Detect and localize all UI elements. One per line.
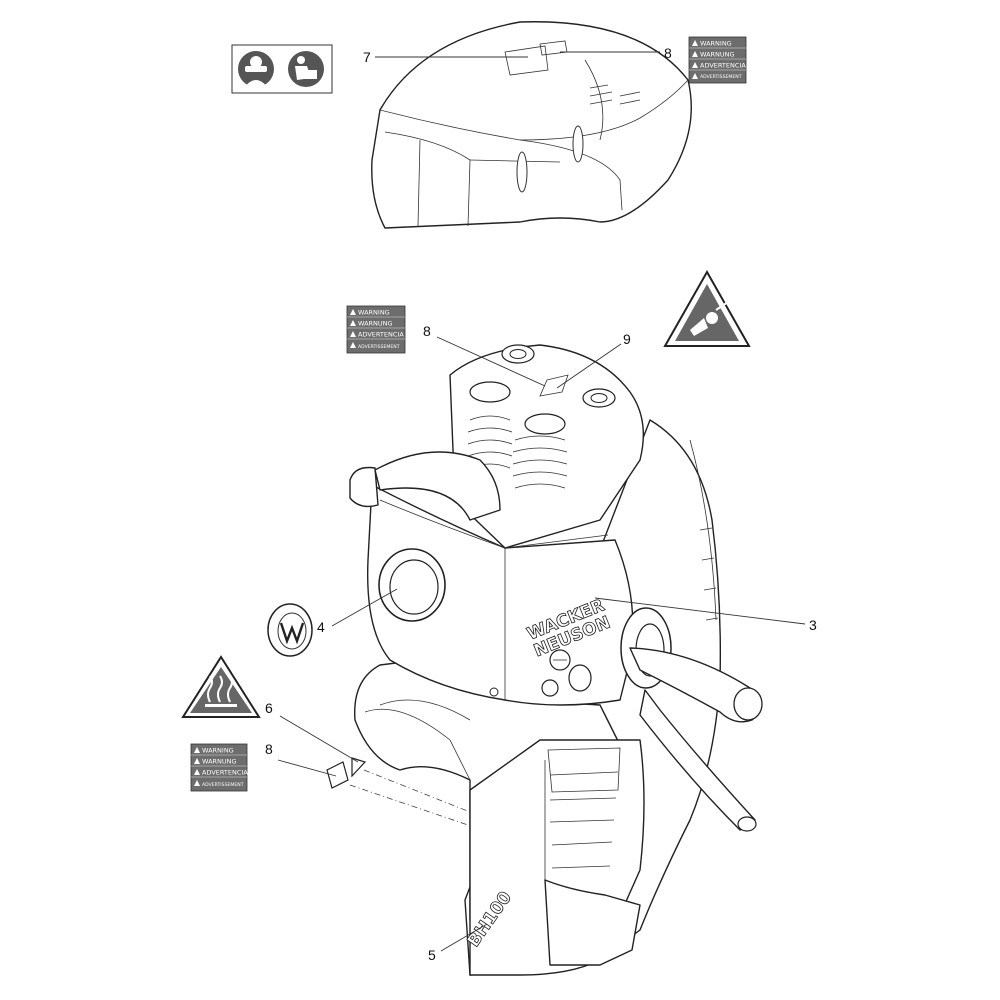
callout-8-top: 8 [664,45,672,61]
hot-surface-warning-icon [181,655,261,718]
warning-line-en: WARNING [700,40,732,48]
spring-left [467,415,513,469]
callout-6: 6 [265,700,273,716]
warning-label-mid: WARNING WARNUNG ADVERTENCIA ADVERTISSEME… [346,305,406,354]
warning-line-es: ADVERTENCIA [202,769,248,777]
warning-line-de: WARNUNG [202,758,237,766]
wacker-neuson-w-logo-icon [267,603,313,657]
read-manual-icon [288,51,324,87]
spring-right [512,435,568,489]
right-handle [620,607,763,832]
callout-8-low: 8 [265,741,273,757]
warning-label-low: WARNING WARNUNG ADVERTENCIA ADVERTISSEME… [190,743,248,792]
eye-protection-icon [238,51,274,88]
engine-cover [371,21,692,229]
warning-line-fr: ADVERTISSEMENT [358,344,400,350]
warning-line-fr: ADVERTISSEMENT [202,782,244,788]
callout-4: 4 [317,619,325,635]
warning-line-fr: ADVERTISSEMENT [700,74,742,80]
breaker-body: WACKER NEUSON BH100 [349,344,763,976]
warning-line-en: WARNING [358,309,390,317]
warning-line-es: ADVERTENCIA [358,331,404,339]
warning-line-de: WARNUNG [358,320,393,328]
ppe-decal [231,44,333,94]
callout-3: 3 [809,617,817,633]
sight-window [378,548,446,622]
callout-8-mid: 8 [423,323,431,339]
warning-line-de: WARNUNG [700,51,735,59]
hand-injury-warning-icon [663,269,751,347]
callout-9: 9 [623,331,631,347]
callout-5: 5 [428,947,436,963]
warning-label-top: WARNING WARNUNG ADVERTENCIA ADVERTISSEME… [688,36,747,84]
callout-7: 7 [363,49,371,65]
warning-line-en: WARNING [202,747,234,755]
warning-line-es: ADVERTENCIA [700,62,746,70]
cooling-fins [544,747,621,880]
small-decals [326,757,367,789]
